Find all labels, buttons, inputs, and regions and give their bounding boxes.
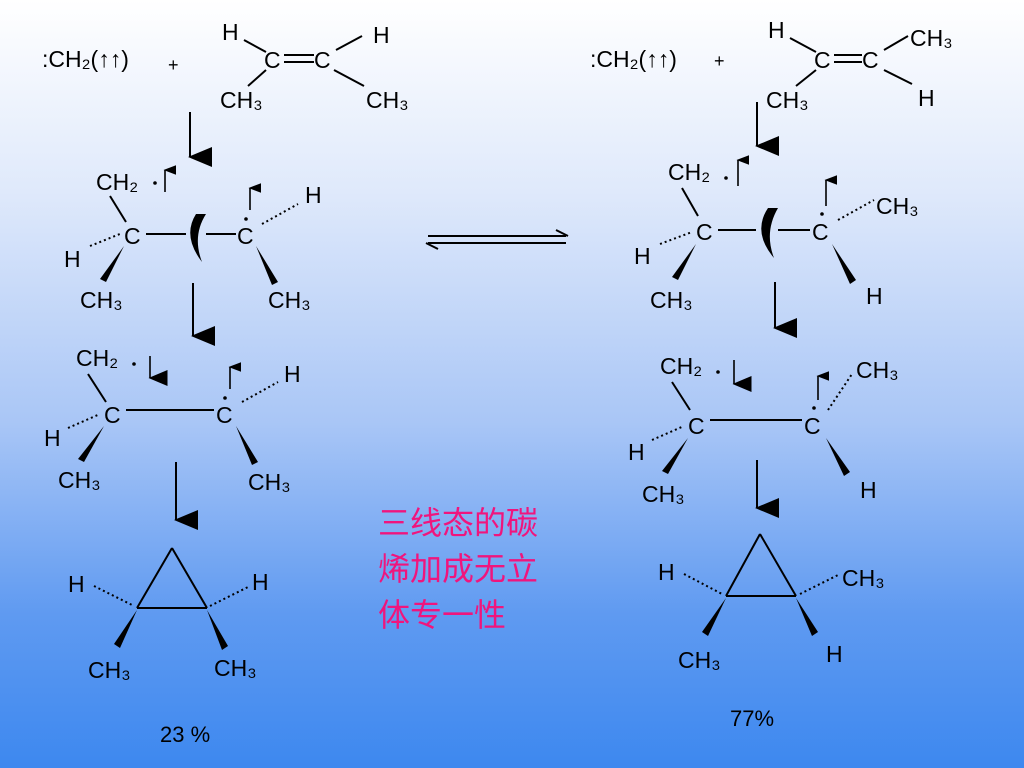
right-alkene-bonds [789, 35, 913, 87]
right-i2-bonds [651, 373, 853, 441]
left-plus-sign: + [168, 55, 179, 75]
right-product-trans-cyclopropane: H CH₃ CH₃ H [658, 533, 885, 673]
right-trans-butene: H CH₃ C C CH₃ H [766, 17, 953, 113]
left-alkene-h-top-left: H [222, 19, 239, 45]
right-i2-me-left: CH₃ [642, 481, 685, 507]
right-alkene-c1: C [814, 47, 831, 73]
right-alkene-h-top-left: H [768, 17, 785, 43]
left-product-ring [93, 547, 251, 609]
right-carbene-label: :CH₂(↑↑) [590, 46, 677, 72]
right-alkene-me-bottom-left: CH₃ [766, 87, 809, 113]
left-i2-c2: C [216, 402, 233, 428]
right-i2-h-right: H [860, 477, 877, 503]
right-alkene-me-top-right: CH₃ [910, 25, 953, 51]
left-i2-me-right: CH₃ [248, 469, 291, 495]
left-alkene-me-bottom-left: CH₃ [220, 87, 263, 113]
left-reactants: :CH₂(↑↑) + H H C C CH₃ CH₃ [42, 19, 409, 113]
right-yield: 77% [730, 706, 774, 731]
right-i1-me-right: CH₃ [876, 193, 919, 219]
right-i2-c2: C [804, 413, 821, 439]
right-intermediate-1: CH₂ C C H CH₃ CH₃ H [634, 155, 919, 313]
right-i1-c1: C [696, 219, 713, 245]
right-i1-me-left: CH₃ [650, 287, 693, 313]
left-i1-me-left: CH₃ [80, 287, 123, 313]
left-prod-me-left: CH₃ [88, 657, 131, 683]
left-i2-h-left: H [44, 425, 61, 451]
right-prod-me-right: CH₃ [842, 565, 885, 591]
right-i1-ch2: CH₂ [668, 159, 710, 185]
left-carbene-label: :CH₂(↑↑) [42, 46, 129, 72]
right-prod-me-left: CH₃ [678, 647, 721, 673]
left-prod-h-left: H [68, 571, 85, 597]
left-i1-ch2: CH₂ [96, 169, 138, 195]
right-plus-sign: + [714, 51, 725, 71]
right-i1-h-left: H [634, 243, 651, 269]
right-i1-h-right: H [866, 283, 883, 309]
note-line-3: 体专一性 [378, 596, 507, 634]
left-alkene-me-bottom-right: CH₃ [366, 87, 409, 113]
right-i1-c2: C [812, 219, 829, 245]
left-alkene-c2: C [314, 47, 331, 73]
left-i1-c2: C [237, 223, 254, 249]
left-cis-butene: H H C C CH₃ CH₃ [220, 19, 409, 113]
right-i2-me-right: CH₃ [856, 357, 899, 383]
left-alkene-bonds [243, 35, 365, 87]
right-i2-h-left: H [628, 439, 645, 465]
left-i1-c1: C [124, 223, 141, 249]
left-product-cis-cyclopropane: H H CH₃ CH₃ [68, 547, 269, 683]
right-i2-c1: C [688, 413, 705, 439]
left-i2-me-left: CH₃ [58, 467, 101, 493]
note-line-2: 烯加成无立 [378, 550, 539, 588]
left-i2-c1: C [104, 402, 121, 428]
left-yield: 23 % [160, 722, 210, 747]
right-reactants: :CH₂(↑↑) + H CH₃ C C CH₃ H [590, 17, 953, 113]
right-alkene-h-bottom-right: H [918, 85, 935, 111]
left-intermediate-2: CH₂ C C H H CH₃ CH₃ [44, 345, 301, 495]
left-alkene-h-top-right: H [373, 22, 390, 48]
stereospecificity-note: 三线态的碳 烯加成无立 体专一性 [378, 500, 598, 638]
left-i1-h-left: H [64, 246, 81, 272]
left-prod-me-right: CH₃ [214, 655, 257, 681]
left-i1-bonds [89, 195, 299, 247]
left-i2-bonds [67, 373, 279, 429]
left-alkene-c1: C [264, 47, 281, 73]
right-i1-rotation-arc [761, 208, 778, 258]
left-i2-h-right: H [284, 361, 301, 387]
left-i1-me-right: CH₃ [268, 287, 311, 313]
right-product-ring [683, 533, 841, 597]
left-intermediate-1: CH₂ C C H H CH₃ CH₃ [64, 165, 322, 313]
right-i1-bonds [659, 187, 875, 245]
equilibrium-arrows [425, 229, 569, 250]
note-line-1: 三线态的碳 [378, 504, 539, 542]
right-i2-ch2: CH₂ [660, 353, 702, 379]
left-i1-h-right: H [305, 182, 322, 208]
right-prod-h-right: H [826, 641, 843, 667]
left-prod-h-right: H [252, 569, 269, 595]
right-intermediate-2: CH₂ C C H CH₃ CH₃ H [628, 353, 899, 507]
left-i1-rotation-arc [190, 214, 206, 262]
right-prod-h-left: H [658, 559, 675, 585]
right-alkene-c2: C [862, 47, 879, 73]
left-i2-ch2: CH₂ [76, 345, 118, 371]
